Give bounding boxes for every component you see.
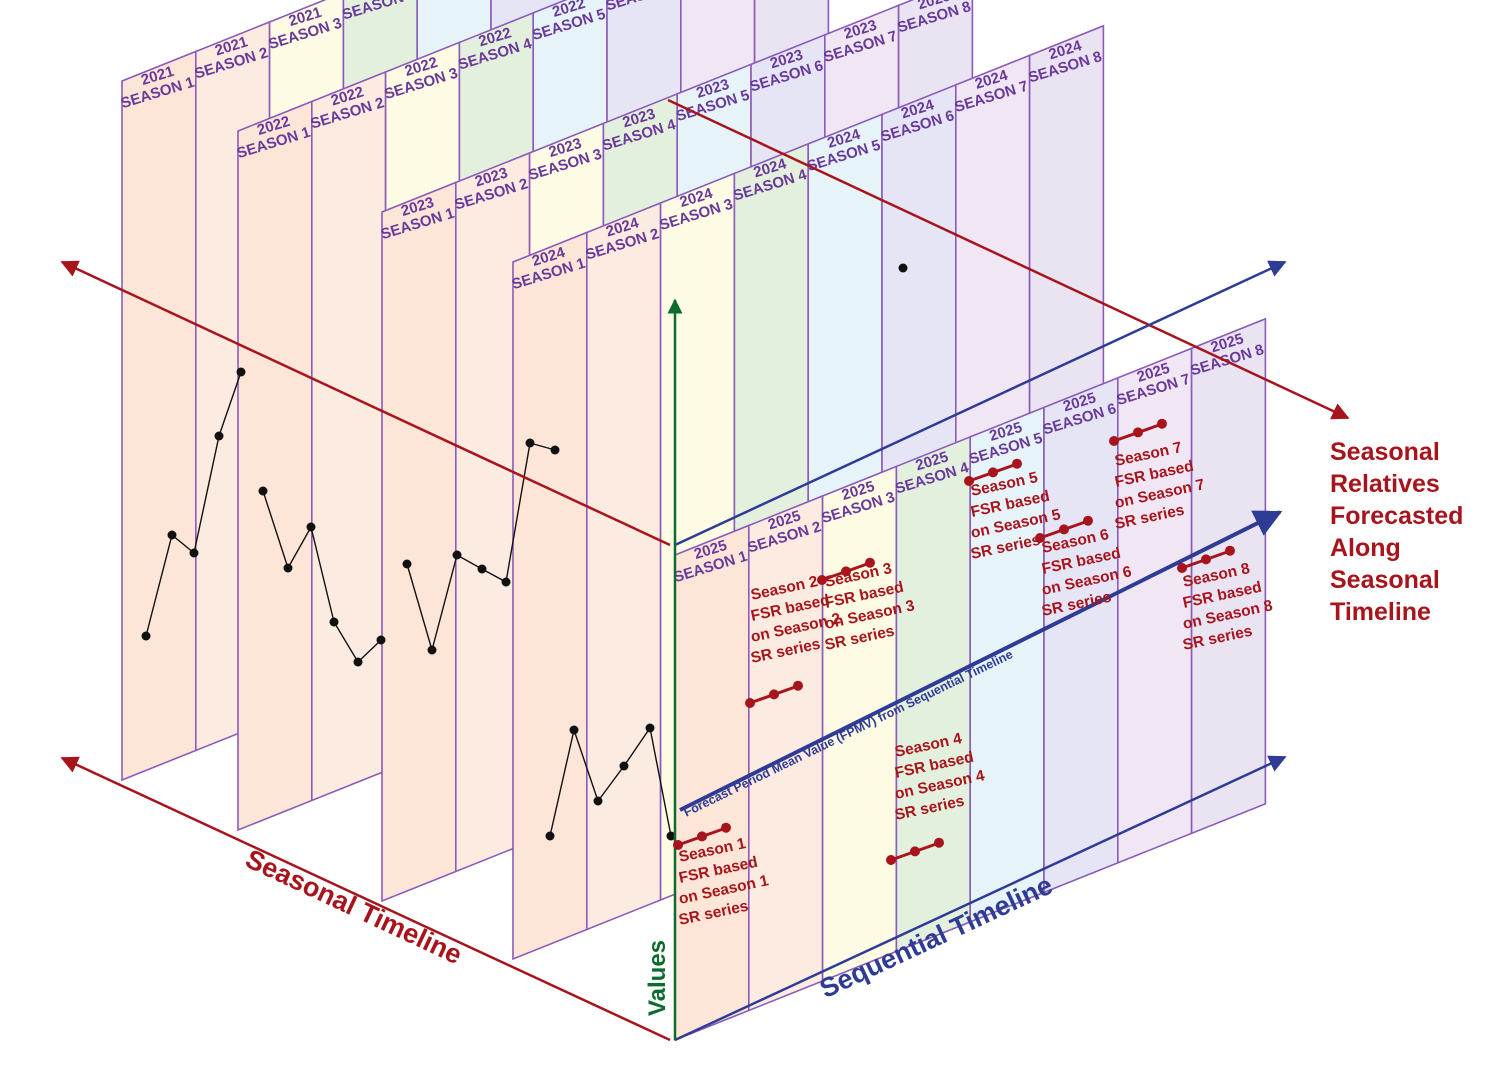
right-caption: SeasonalRelativesForecastedAlongSeasonal… [1330, 438, 1463, 626]
fsr-point [1177, 563, 1187, 573]
season-strip [512, 231, 588, 961]
caption-line: Relatives [1330, 470, 1440, 498]
series-point [167, 530, 177, 540]
series-point [645, 723, 655, 733]
series-point [501, 577, 511, 587]
fsr-point [769, 689, 779, 700]
sequential-axis-lower [674, 755, 1287, 1042]
sr-series-line [402, 438, 560, 655]
series-point [353, 657, 363, 667]
fsr-point [1157, 418, 1167, 429]
fsr-point [964, 476, 974, 486]
series-point [545, 831, 555, 841]
series-point [619, 761, 629, 771]
sequential-axis-upper [674, 260, 1287, 547]
fsr-point [697, 831, 707, 842]
series-point [593, 796, 603, 806]
fsr-point [886, 855, 896, 865]
caption-line: Forecasted [1330, 502, 1463, 530]
series-point [306, 522, 316, 532]
fsr-point [1201, 554, 1211, 565]
sr-series-line [258, 486, 386, 667]
fsr-point [793, 680, 803, 691]
season-strip [237, 100, 313, 832]
fsr-point [910, 846, 920, 857]
series-point [569, 725, 579, 735]
caption-line: Timeline [1330, 598, 1431, 626]
series-point [236, 367, 246, 377]
seasonal-axis-upper [60, 260, 671, 547]
series-point [666, 831, 676, 841]
values-axis-label: Values [644, 940, 671, 1016]
seasonal-axis-lower [60, 756, 671, 1042]
season-strip [121, 50, 197, 782]
caption-line: Seasonal [1330, 438, 1440, 466]
fsr-point [841, 566, 851, 577]
series-point [402, 559, 412, 569]
season-strip [586, 201, 662, 931]
fsr-point [745, 698, 755, 708]
series-point [452, 550, 462, 560]
fsr-point [673, 840, 683, 850]
series-point [283, 563, 293, 573]
forecast-axis [667, 98, 1350, 420]
series-point [525, 438, 535, 448]
fsr-point [1012, 458, 1022, 469]
fsr-point [988, 467, 998, 478]
fsr-point [1133, 427, 1143, 438]
series-point [189, 548, 199, 558]
series-point [141, 631, 151, 641]
season-strip [381, 181, 457, 903]
season-strip [311, 70, 387, 802]
series-point [258, 486, 268, 496]
series-point [329, 617, 339, 627]
sr-series-line [545, 723, 676, 841]
sr-series-line [141, 367, 246, 641]
fsr-point [1083, 515, 1093, 526]
fsr-point [865, 557, 875, 568]
series-point [550, 445, 560, 455]
series-point [427, 645, 437, 655]
series-point [214, 431, 224, 441]
season-strip [1190, 317, 1267, 835]
season-strip [1043, 376, 1119, 894]
fsr-point [1059, 524, 1069, 535]
fsr-point [1225, 545, 1235, 556]
fsr-point [1035, 533, 1045, 543]
series-point [376, 635, 386, 645]
series-point [898, 263, 908, 273]
series-point [477, 564, 487, 574]
fsr-point [1109, 436, 1119, 446]
fsr-point [934, 837, 944, 848]
fpmv-line [679, 510, 1283, 812]
caption-line: Seasonal [1330, 566, 1440, 594]
caption-line: Along [1330, 534, 1401, 562]
fsr-point [817, 575, 827, 585]
fsr-point [721, 822, 731, 833]
